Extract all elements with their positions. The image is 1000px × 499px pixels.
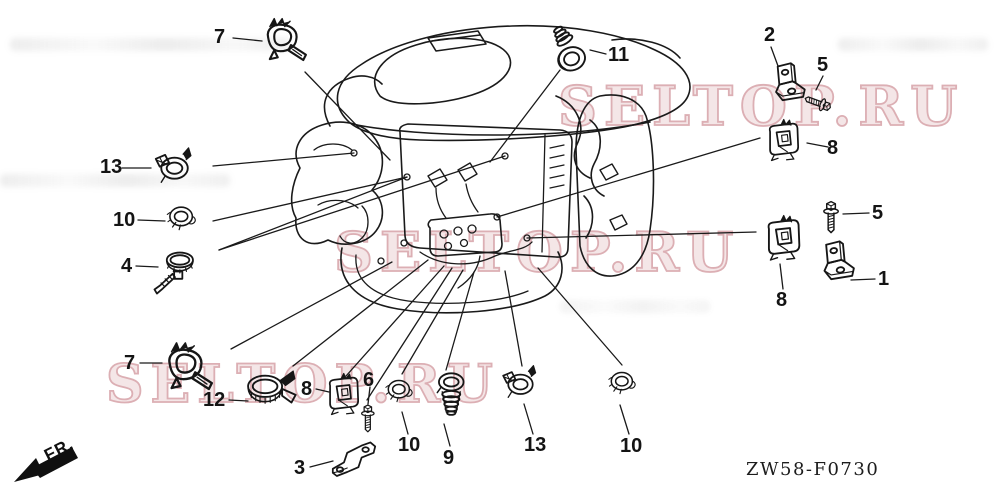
callout-1: 1 bbox=[878, 268, 890, 290]
callout-2: 2 bbox=[764, 24, 776, 46]
part-clamp-13-bottom bbox=[502, 364, 537, 399]
callout-8-bottom: 8 bbox=[301, 378, 313, 400]
callout-13-left: 13 bbox=[100, 156, 123, 178]
callout-10-bottom: 10 bbox=[398, 434, 421, 456]
front-direction-arrow bbox=[14, 447, 78, 482]
callout-3: 3 bbox=[294, 457, 306, 479]
diagram-code: ZW58-F0730 bbox=[746, 459, 880, 480]
callout-11: 11 bbox=[608, 44, 630, 66]
callout-13-bottom: 13 bbox=[524, 434, 547, 456]
callout-10-bottom-right: 10 bbox=[620, 435, 643, 457]
part-clamp-8-bottom bbox=[328, 372, 360, 416]
part-bolt-6 bbox=[361, 404, 375, 433]
callout-7-bottom: 7 bbox=[124, 352, 136, 374]
part-clamp-7-top bbox=[266, 17, 307, 62]
engine-illustration bbox=[290, 24, 691, 314]
part-bracket-3 bbox=[331, 441, 377, 477]
leader-lines bbox=[121, 37, 876, 468]
part-grommet-11 bbox=[548, 22, 590, 75]
part-grommet-9 bbox=[436, 372, 465, 416]
part-clamp-13-left bbox=[154, 146, 192, 184]
part-clamp-7-bottom bbox=[168, 341, 213, 391]
faded-watermark-artifact bbox=[560, 300, 710, 313]
callout-10-left: 10 bbox=[113, 209, 136, 231]
callout-4: 4 bbox=[121, 255, 133, 277]
callout-5-lower: 5 bbox=[872, 202, 884, 224]
callout-8-upper-right: 8 bbox=[827, 137, 839, 159]
callout-6: 6 bbox=[363, 369, 375, 391]
part-grommet-10-left bbox=[166, 206, 197, 231]
part-ring-clamp-12 bbox=[247, 370, 297, 405]
callout-7-top: 7 bbox=[214, 26, 226, 48]
part-clamp-8-lower-right bbox=[767, 214, 801, 261]
part-bracket-1 bbox=[823, 240, 855, 281]
part-illustrations bbox=[153, 17, 855, 477]
callout-12: 12 bbox=[203, 389, 226, 411]
part-clamp-8-upper-right bbox=[768, 118, 800, 162]
faded-watermark-artifact bbox=[0, 174, 230, 187]
callout-8-lower-right: 8 bbox=[776, 289, 788, 311]
callout-9: 9 bbox=[443, 447, 455, 469]
faded-watermark-artifact bbox=[10, 38, 290, 51]
part-grommet-10-bottom bbox=[385, 379, 413, 403]
part-grommet-10-bottom-right bbox=[608, 371, 636, 395]
part-bolt-5-lower bbox=[823, 200, 839, 234]
part-bolt-5-upper bbox=[802, 92, 834, 115]
part-strap-4 bbox=[153, 251, 194, 295]
part-bracket-2 bbox=[775, 62, 806, 102]
callout-5-upper: 5 bbox=[817, 54, 829, 76]
faded-watermark-artifact bbox=[838, 38, 988, 51]
